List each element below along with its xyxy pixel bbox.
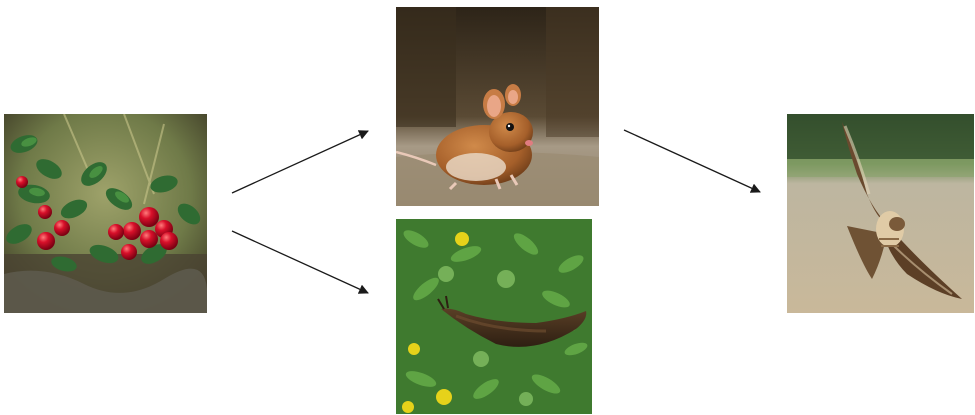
lingonberry-plant-image <box>4 114 207 313</box>
mouse-image <box>396 7 599 206</box>
arrow-berries-to-slug <box>232 231 368 293</box>
arrow-mouse-to-hawk <box>624 130 760 192</box>
hawk-image <box>787 114 974 313</box>
arrow-berries-to-mouse <box>232 131 368 193</box>
slug-image <box>396 219 592 414</box>
